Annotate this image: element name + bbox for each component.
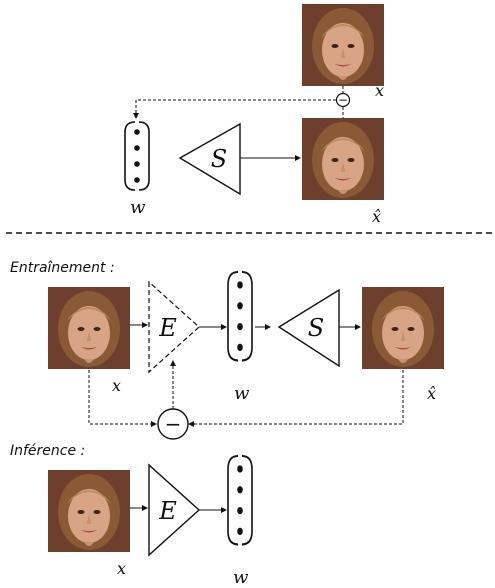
top-synth-label: S [211, 145, 227, 173]
training-w-label: w [234, 383, 250, 404]
inference-input-face-image [48, 470, 130, 552]
top-w-label: w [130, 197, 146, 218]
training-encoder-label: E [158, 314, 177, 342]
training-synthesizer-triangle [277, 288, 340, 368]
training-recon-label: x̂ [427, 384, 436, 403]
inference-w-label: w [233, 567, 249, 588]
training-input-face-image [48, 287, 130, 369]
training-diff-symbol: − [165, 412, 182, 436]
training-latent-vector [226, 270, 254, 362]
inference-encoder-label: E [158, 497, 177, 525]
target-x-label: x [375, 81, 384, 100]
top-synthesizer-triangle [178, 122, 241, 196]
top-recon-label: x̂ [372, 207, 381, 226]
inference-title: Inférence : [10, 443, 85, 459]
training-title: Entraînement : [10, 260, 115, 276]
input-to-diff-line [88, 370, 157, 427]
recon-to-training-diff-line [188, 370, 404, 427]
training-x-label: x [112, 376, 121, 395]
target-face-image [302, 4, 384, 86]
training-synth-label: S [308, 314, 324, 342]
top-latent-vector [124, 121, 150, 191]
top-diff-circle [335, 92, 351, 108]
training-recon-face-image [362, 287, 444, 369]
top-feedback-arrow [133, 99, 336, 119]
inference-encoder-triangle [148, 463, 201, 557]
inference-latent-vector [226, 454, 254, 546]
training-encoder-triangle [148, 280, 200, 374]
top-recon-face-image [302, 118, 384, 200]
inference-x-label: x [117, 559, 126, 578]
top-diff-symbol: − [338, 93, 348, 107]
